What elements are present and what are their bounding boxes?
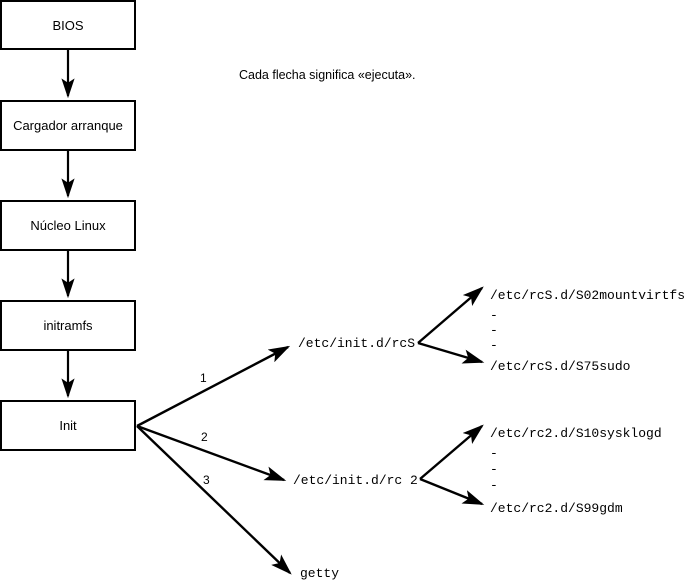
node-init-label: Init <box>59 418 77 433</box>
node-initramfs[interactable]: initramfs <box>0 300 136 351</box>
rc2-branch-last-arrow <box>419 477 485 506</box>
label-rcs-last-script[interactable]: /etc/rcS.d/S75sudo <box>490 359 631 374</box>
branch-number-2: 2 <box>201 430 208 444</box>
node-linux-kernel-label: Núcleo Linux <box>30 218 106 233</box>
label-rc2-first-script[interactable]: /etc/rc2.d/S10sysklogd <box>490 426 662 441</box>
rcs-branch-last-arrow <box>417 341 485 364</box>
init-branch-1-arrow <box>136 345 291 428</box>
label-rc2-last-script[interactable]: /etc/rc2.d/S99gdm <box>490 501 623 516</box>
init-branch-2-arrow <box>136 424 287 482</box>
label-getty[interactable]: getty <box>300 566 340 581</box>
label-init-d-rc2[interactable]: /etc/init.d/rc 2 <box>293 473 418 488</box>
rcs-branch-first-arrow <box>417 286 484 344</box>
node-initramfs-label: initramfs <box>43 318 93 333</box>
rcs-ellipsis-dash-1: - <box>490 308 498 323</box>
rcs-ellipsis-dash-3: - <box>490 338 498 353</box>
legend-note: Cada flecha significa «ejecuta». <box>239 68 416 82</box>
rcs-ellipsis-dash-2: - <box>490 323 498 338</box>
rc2-ellipsis-dash-2: - <box>490 462 498 477</box>
branch-number-1: 1 <box>200 371 207 385</box>
label-init-d-rcs[interactable]: /etc/init.d/rcS <box>298 336 416 351</box>
rc2-ellipsis-dash-3: - <box>490 478 498 493</box>
rc2-ellipsis-dash-1: - <box>490 446 498 461</box>
rc2-branch-first-arrow <box>419 424 484 480</box>
node-bios[interactable]: BIOS <box>0 0 136 50</box>
init-branch-3-arrow <box>136 425 292 575</box>
label-rcs-first-script[interactable]: /etc/rcS.d/S02mountvirtfs <box>490 288 684 303</box>
node-linux-kernel[interactable]: Núcleo Linux <box>0 200 136 251</box>
node-bios-label: BIOS <box>52 17 84 33</box>
node-init[interactable]: Init <box>0 400 136 451</box>
node-bootloader-label: Cargador arranque <box>13 118 123 133</box>
branch-number-3: 3 <box>203 473 210 487</box>
node-bootloader[interactable]: Cargador arranque <box>0 100 136 151</box>
